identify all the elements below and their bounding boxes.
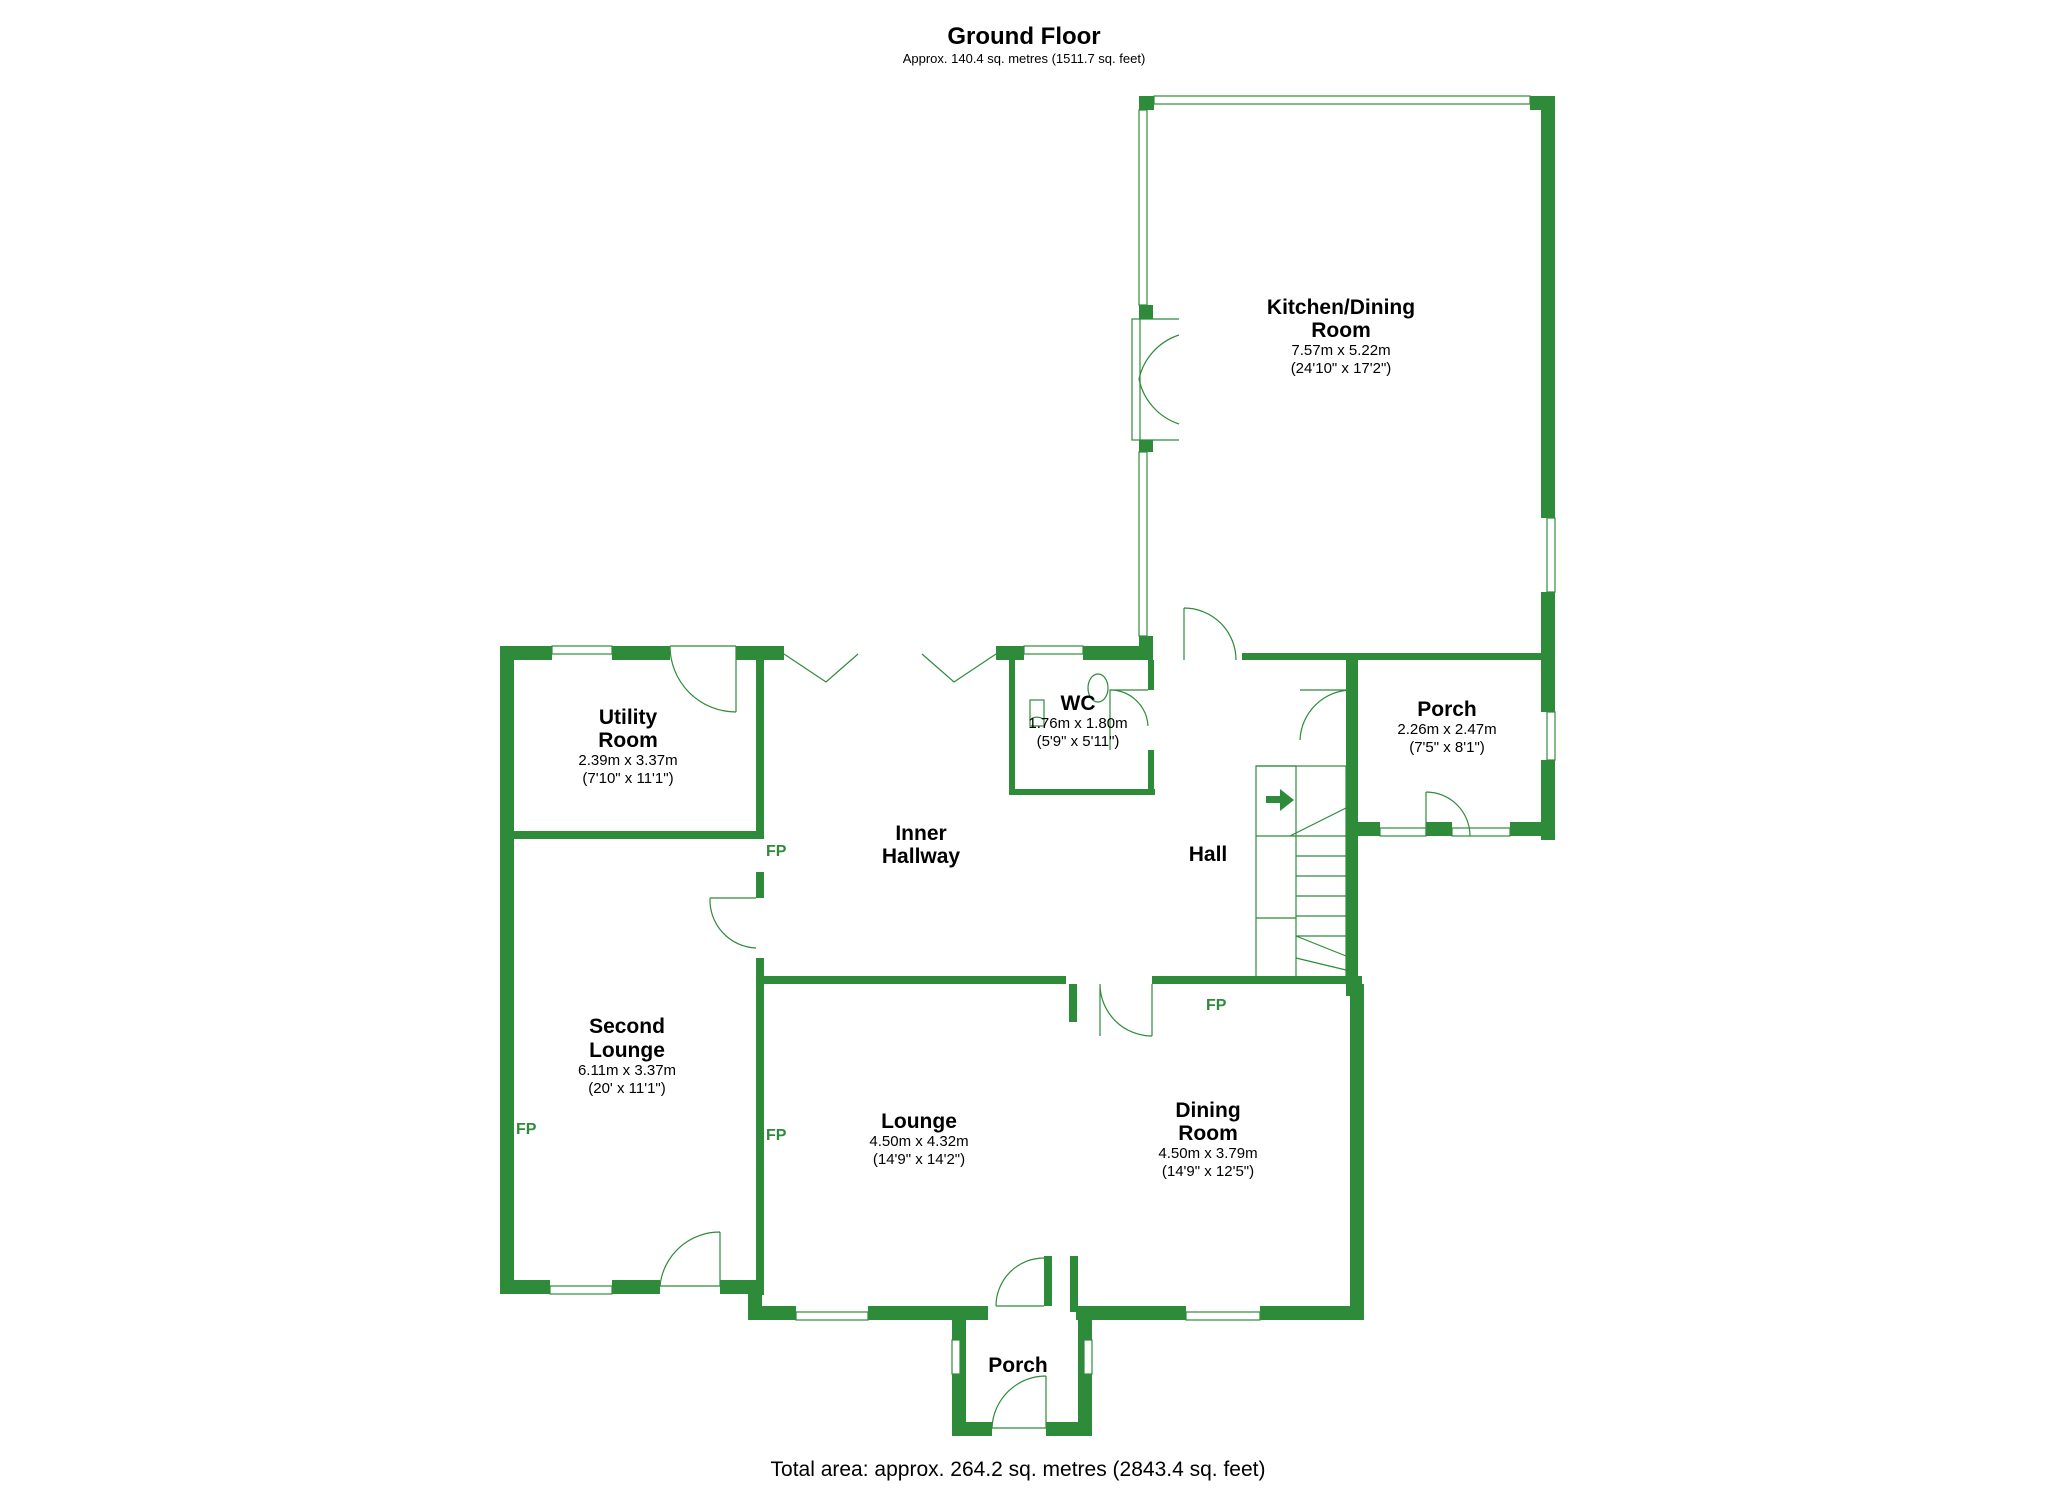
staircase: [1255, 765, 1347, 983]
kitchen-name-2: Room: [1311, 319, 1371, 342]
windows: [549, 95, 1556, 1375]
lounge-metric: 4.50m x 4.32m: [869, 1133, 968, 1150]
inner-hallway-name: Inner: [895, 822, 946, 845]
dining-name: Dining: [1175, 1099, 1240, 1122]
fireplace-label: FP: [516, 1121, 537, 1138]
lounge-name: Lounge: [881, 1110, 957, 1133]
floor-title: Ground Floor: [947, 23, 1100, 50]
dining-name-2: Room: [1178, 1122, 1238, 1145]
kitchen-name: Kitchen/Dining: [1267, 296, 1415, 319]
porch-east-imperial: (7'5" x 8'1"): [1409, 739, 1485, 756]
kitchen-metric: 7.57m x 5.22m: [1291, 342, 1390, 359]
stairs-direction-arrow-icon: [1266, 789, 1294, 811]
second-lounge-name-2: Lounge: [589, 1039, 665, 1062]
wc-imperial: (5'9" x 5'11"): [1037, 733, 1120, 750]
wc-metric: 1.76m x 1.80m: [1028, 715, 1127, 732]
lounge-imperial: (14'9" x 14'2"): [873, 1151, 965, 1168]
second-lounge-imperial: (20' x 11'1"): [588, 1080, 665, 1097]
porch-south-name: Porch: [988, 1354, 1048, 1377]
hall-name: Hall: [1189, 843, 1228, 866]
second-lounge-metric: 6.11m x 3.37m: [578, 1062, 676, 1079]
fireplace-markers: FP FP FP FP: [516, 843, 1227, 1144]
utility-metric: 2.39m x 3.37m: [578, 752, 677, 769]
fireplace-label: FP: [1206, 997, 1227, 1014]
fireplace-label: FP: [766, 1127, 787, 1144]
inner-hallway-name-2: Hallway: [882, 845, 961, 868]
porch-east-metric: 2.26m x 2.47m: [1397, 721, 1496, 738]
dining-imperial: (14'9" x 12'5"): [1162, 1163, 1254, 1180]
utility-name: Utility: [599, 706, 658, 729]
floor-area-subtitle: Approx. 140.4 sq. metres (1511.7 sq. fee…: [903, 51, 1146, 66]
room-labels: Kitchen/Dining Room 7.57m x 5.22m (24'10…: [578, 296, 1497, 1377]
wc-fixtures: [1029, 673, 1109, 727]
total-area: Total area: approx. 264.2 sq. metres (28…: [771, 1458, 1266, 1481]
kitchen-imperial: (24'10" x 17'2"): [1291, 360, 1392, 377]
dining-metric: 4.50m x 3.79m: [1158, 1145, 1257, 1162]
fireplace-label: FP: [766, 843, 787, 860]
second-lounge-name: Second: [589, 1015, 665, 1038]
utility-name-2: Room: [598, 729, 658, 752]
doors: [659, 318, 1471, 1429]
walls: [500, 96, 1555, 1436]
utility-imperial: (7'10" x 11'1"): [582, 770, 673, 787]
wc-name: WC: [1061, 692, 1096, 715]
porch-east-name: Porch: [1417, 698, 1477, 721]
